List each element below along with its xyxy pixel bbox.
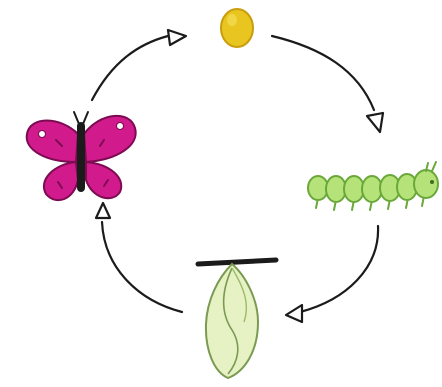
arrow-butterfly-to-egg (92, 30, 186, 100)
arrow-egg-to-caterpillar (272, 36, 383, 132)
butterfly-icon (27, 112, 136, 200)
arrow-caterpillar-to-chrysalis (286, 226, 378, 322)
caterpillar-icon (308, 162, 438, 210)
arrow-chrysalis-to-butterfly (96, 203, 182, 312)
chrysalis-icon (198, 260, 276, 378)
egg-icon (221, 9, 253, 47)
